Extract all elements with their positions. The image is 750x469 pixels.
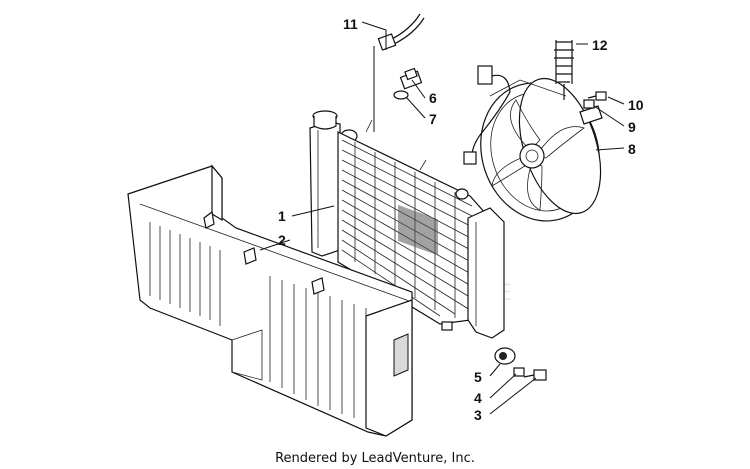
bolt-3-drawing bbox=[523, 369, 547, 381]
callout-12: 12 bbox=[592, 37, 608, 53]
callout-4: 4 bbox=[474, 390, 482, 406]
callout-9: 9 bbox=[628, 119, 636, 135]
nut-9-drawing bbox=[583, 99, 595, 109]
bolt-10-drawing bbox=[587, 91, 607, 101]
callout-3: 3 bbox=[474, 407, 482, 423]
callout-6: 6 bbox=[429, 90, 437, 106]
callout-10: 10 bbox=[628, 97, 644, 113]
callout-5: 5 bbox=[474, 369, 482, 385]
callout-7: 7 bbox=[429, 111, 437, 127]
oring-7-drawing bbox=[393, 90, 409, 100]
spring-12-drawing bbox=[554, 40, 574, 100]
callout-8: 8 bbox=[628, 141, 636, 157]
radiator-drawing bbox=[309, 110, 505, 339]
leader-lines bbox=[259, 21, 625, 415]
callout-11: 11 bbox=[343, 16, 358, 32]
fan-assembly-drawing bbox=[463, 65, 603, 222]
grommet-5-drawing bbox=[494, 347, 516, 365]
temp-sensor-drawing bbox=[377, 13, 425, 51]
callout-1: 1 bbox=[278, 208, 286, 224]
plug-6-drawing bbox=[399, 67, 423, 90]
collar-4-drawing bbox=[513, 367, 525, 377]
shroud-drawing bbox=[127, 164, 413, 437]
callout-2: 2 bbox=[278, 232, 286, 248]
render-credit: Rendered by LeadVenture, Inc. bbox=[275, 451, 475, 466]
